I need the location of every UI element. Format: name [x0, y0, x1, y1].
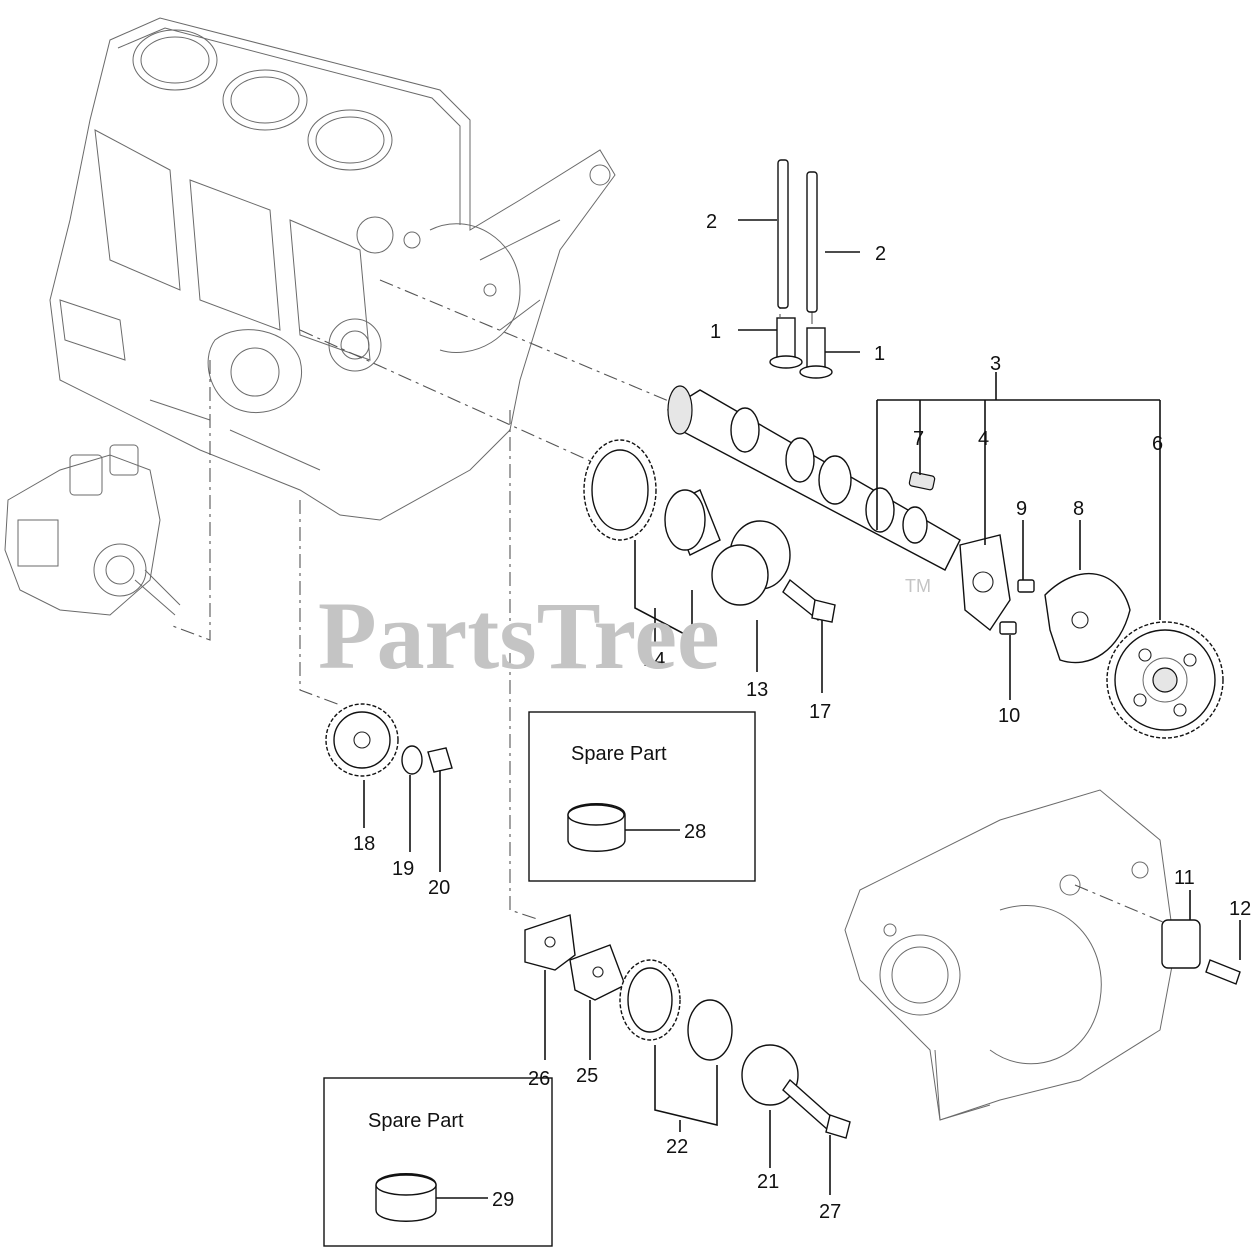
- fuel-pump-ghost: [4, 444, 181, 616]
- callout-17: 17: [809, 701, 831, 723]
- camshaft: [667, 385, 961, 571]
- callout-7: 7: [913, 428, 924, 450]
- watermark-trademark: TM: [905, 576, 931, 596]
- watermark-text: PartsTree: [318, 582, 720, 689]
- callout-9: 9: [1016, 498, 1027, 520]
- thrust-plate-and-weights: [959, 534, 1131, 664]
- callout-26: 26: [528, 1068, 550, 1090]
- callout-8: 8: [1073, 498, 1084, 520]
- callout-20: 20: [428, 877, 450, 899]
- cam-gear: [1106, 621, 1224, 739]
- spare-box-title: Spare Part: [571, 743, 667, 765]
- sensor-assembly: [1161, 919, 1241, 985]
- callout-29: 29: [492, 1189, 514, 1211]
- callout-19: 19: [392, 858, 414, 880]
- spare-box-title: Spare Part: [368, 1110, 464, 1132]
- lower-idler-assembly: [524, 914, 851, 1139]
- push-rods-and-tappets: [769, 159, 833, 379]
- callout-14: 14: [643, 649, 665, 671]
- callout-1: 1: [874, 343, 885, 365]
- callout-11: 11: [1174, 867, 1195, 889]
- callout-2: 2: [706, 211, 717, 233]
- idler-gear-assembly: [583, 439, 836, 623]
- callout-6: 6: [1152, 433, 1163, 455]
- callout-13: 13: [746, 679, 768, 701]
- spare-part-box-29: Spare Part 29: [323, 1077, 553, 1247]
- spare-part-box-28: Spare Part 28: [528, 711, 756, 882]
- callout-1: 1: [710, 321, 721, 343]
- callout-27: 27: [819, 1201, 841, 1223]
- leader-lines: [363, 219, 1241, 1195]
- callout-12: 12: [1229, 898, 1251, 920]
- gear-case-ghost: [844, 789, 1176, 1121]
- callout-21: 21: [757, 1171, 779, 1193]
- engine-block-ghost: [49, 17, 616, 521]
- callout-18: 18: [353, 833, 375, 855]
- pump-gear-assembly: [325, 703, 453, 777]
- callout-4: 4: [978, 428, 989, 450]
- callout-10: 10: [998, 705, 1020, 727]
- partstree-watermark: PartsTree TM: [318, 576, 931, 689]
- callout-labels: 1 1 2 2 3 4 6 7 8 9 10 11 12 13 14 17 18…: [353, 211, 1251, 1223]
- callout-22: 22: [666, 1136, 688, 1158]
- callout-2: 2: [875, 243, 886, 265]
- callout-25: 25: [576, 1065, 598, 1087]
- callout-3: 3: [990, 353, 1001, 375]
- callout-28: 28: [684, 821, 706, 843]
